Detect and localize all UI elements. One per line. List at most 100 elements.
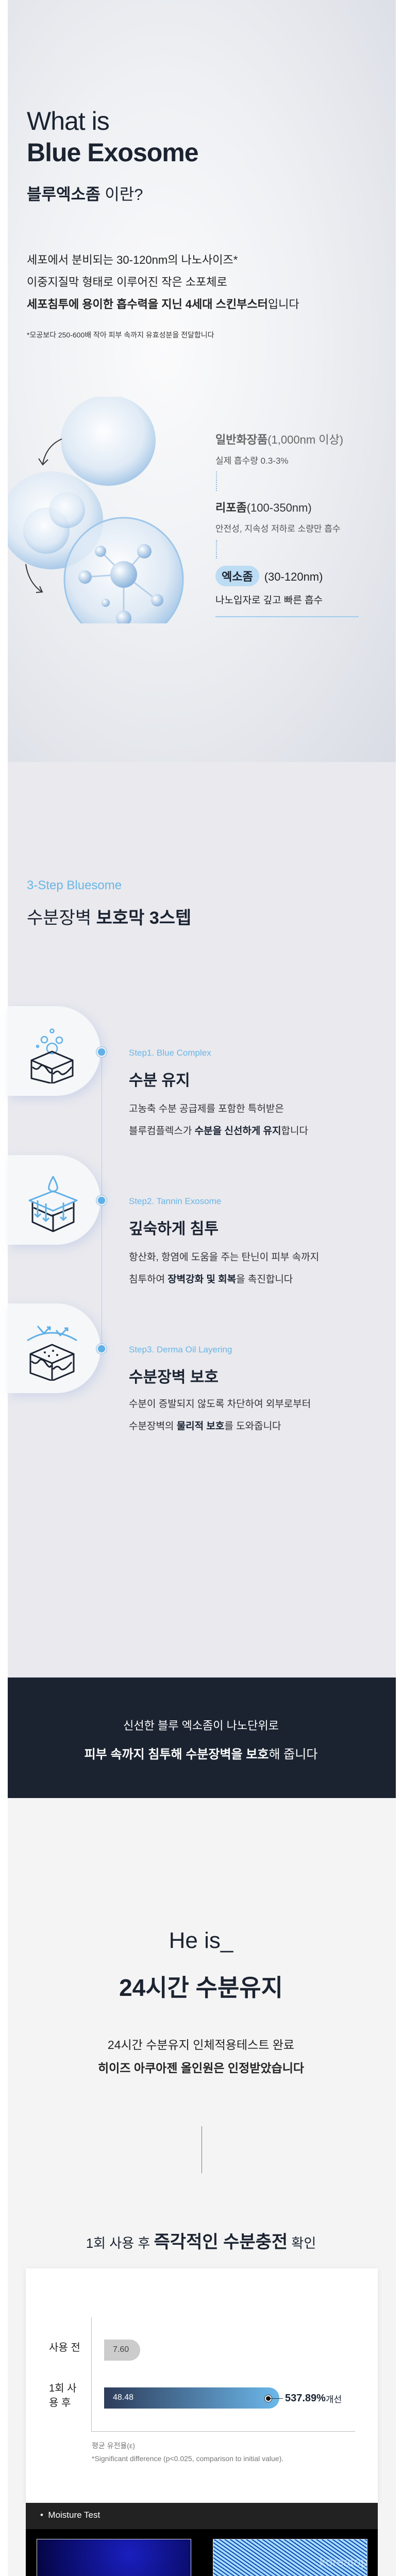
exosome-bubbles-illustration [8,397,184,623]
skin-drop-penetration-icon [28,1176,78,1232]
step2-body-line2: 침투하여 장벽강화 및 회복을 촉진합니다 [129,1268,319,1291]
text-bold: 물리적 보호 [176,1421,225,1432]
skin-bubbles-icon [30,1028,74,1083]
moisture-image-before [37,2539,191,2576]
comparison-size: (100-350nm) [246,501,312,514]
step2-title: 깊숙하게 침투 [129,1221,219,1238]
banner-line1: 신선한 블루 엑소좀이 나노단위로 [123,1719,279,1732]
step1-body-line1: 고농축 수분 공급제를 포함한 특허받은 [129,1104,284,1114]
steps-title-bold: 보호막 3스텝 [96,908,192,928]
text: 침투하여 [129,1274,168,1285]
banner-line2-bold: 피부 속까지 침투해 수분장벽을 보호 [84,1748,269,1761]
banner-line2-rest: 해 줍니다 [269,1748,318,1761]
chart-footnote: *Significant difference (p<0.025, compar… [92,2454,284,2463]
dotted-divider [216,540,217,558]
annotation-text: 개선 [325,2395,342,2404]
step1-marker [98,1048,105,1056]
step2-marker [98,1197,105,1204]
watermark-logo: koreatop [320,2555,368,2569]
summary-banner [8,1677,396,1798]
intro-line-1: 세포에서 분비되는 30-120nm의 나노사이즈* [27,253,238,266]
text: 를 도와줍니다 [224,1421,281,1432]
exosome-underline [215,616,359,617]
text-bold: 장벽강화 및 회복 [167,1274,237,1285]
arrow-icon [42,438,62,464]
chart-heading-post: 확인 [288,2235,316,2251]
steps-title-light: 수분장벽 [27,908,96,928]
what-is-section [8,0,396,762]
comparison-name: 일반화장품 [215,433,268,446]
step2-label: Step2. Tannin Exosome [129,1196,222,1206]
intro-line-3-rest: 입니다 [267,298,299,311]
annotation-dot-icon [265,2396,271,2401]
comparison-size: (1,000nm 이상) [267,433,344,446]
intro-paragraph: 세포에서 분비되는 30-120nm의 나노사이즈* 이중지질막 형태로 이루어… [27,249,299,315]
banner-line2: 피부 속까지 침투해 수분장벽을 보호해 줍니다 [0,1744,402,1762]
step2-body-line1: 항산화, 항염에 도움을 주는 탄닌이 피부 속까지 [129,1252,320,1263]
bubble-large [61,397,156,486]
step1-title: 수분 유지 [129,1072,190,1089]
intro-line-2: 이중지질막 형태로 이루어진 작은 소포체로 [27,276,227,289]
subtitle-question: 블루엑소좀 이란? [27,184,143,205]
intro-line-3-bold: 세포침투에 용이한 흡수력을 지닌 4세대 스킨부스터 [27,298,268,311]
comparison-name: 리포좀 [215,501,247,514]
step1-label: Step1. Blue Complex [129,1048,211,1058]
title-what-is: What is [27,107,110,135]
category-label-after: 1회 사용 후 [49,2383,77,2409]
bar-value-label: 7.60 [113,2345,129,2354]
chart-x-label: 평균 유전율(ε) [92,2442,135,2450]
category-label-before: 사용 전 [49,2342,80,2353]
chart-heading-bold: 즉각적인 수분충전 [154,2232,288,2252]
bar-before: 7.60 [104,2340,141,2361]
step3-body-line1: 수분이 증발되지 않도록 차단하여 외부로부터 [129,1399,311,1410]
text-bold: 수분을 신선하게 유지 [194,1126,281,1137]
chart-x-axis [91,2431,355,2432]
chart-card [26,2268,378,2503]
hydration-eyebrow: He is_ [169,1928,233,1953]
comparison-exosome: 엑소좀 (30-120nm) [215,566,323,586]
skin-shield-icon [27,1326,77,1381]
annotation-leader-line [270,2398,283,2399]
step2-icon-card [8,1155,100,1245]
dotted-divider [216,471,217,491]
text: 을 촉진합니다 [236,1274,293,1285]
annotation-value: 537.89% [284,2393,326,2404]
exosome-pill: 엑소좀 [215,566,259,586]
arrow-icon [25,564,42,592]
step1-body-line2: 블루컴플렉스가 수분을 신선하게 유지합니다 [129,1120,308,1142]
intro-footnote: *모공보다 250-600배 작아 피부 속까지 유효성분을 전달합니다 [27,331,214,339]
text: 블루컴플렉스가 [129,1126,195,1137]
step3-label: Step3. Derma Oil Layering [129,1345,232,1354]
bar-after: 48.48 [104,2387,279,2409]
moisture-image-after [213,2539,367,2576]
steps-title: 수분장벽 보호막 3스텝 [27,907,191,929]
comparison-liposome-desc: 안전성, 지속성 저하로 소량만 흡수 [215,524,341,534]
bar-value-label: 48.48 [113,2393,134,2402]
text: 수분장벽의 [129,1421,177,1432]
chart-y-axis [91,2317,92,2432]
comparison-general-desc: 실제 흡수량 0.3-3% [215,456,289,466]
step3-body-line2: 수분장벽의 물리적 보호를 도와줍니다 [129,1415,311,1437]
comparison-liposome: 리포좀(100-350nm) [215,499,312,515]
step1-icon-card [8,1006,100,1096]
title-blue-exosome: Blue Exosome [27,138,199,167]
comparison-general: 일반화장품(1,000nm 이상) [215,431,343,447]
step3-marker [98,1345,105,1352]
chart-heading: 1회 사용 후 즉각적인 수분충전 확인 [0,2228,402,2253]
improvement-annotation: 537.89% 개선 [265,2392,342,2405]
steps-eyebrow: 3-Step Bluesome [27,878,122,892]
text: 합니다 [281,1126,308,1137]
comparison-size: (30-120nm) [264,570,323,583]
step3-title: 수분장벽 보호 [129,1369,219,1386]
chart-heading-pre: 1회 사용 후 [86,2235,154,2251]
intro-line-3: 세포침투에 용이한 흡수력을 지닌 4세대 스킨부스터입니다 [27,293,299,315]
hydration-sub2: 히이즈 아쿠아젠 올인원은 인정받았습니다 [97,2061,305,2075]
hydration-sub1: 24시간 수분유지 인체적용테스트 완료 [107,2038,295,2052]
step3-icon-card [8,1303,100,1393]
subtitle-rest: 이란? [100,185,143,204]
moisture-test-title: Moisture Test [48,2510,100,2520]
